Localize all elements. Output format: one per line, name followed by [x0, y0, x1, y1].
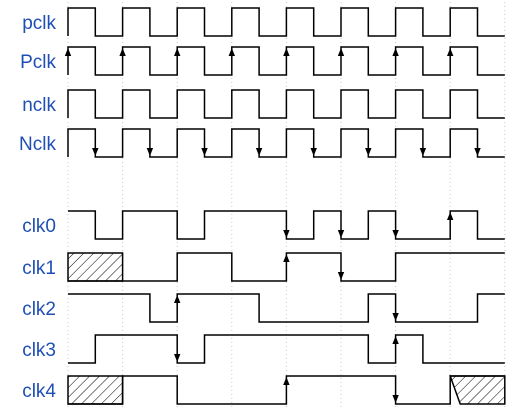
falling-edge-arrow	[255, 148, 263, 156]
falling-edge-arrow	[337, 272, 345, 280]
rising-edge-arrow	[447, 48, 454, 56]
signal-label-clk3: clk3	[22, 340, 56, 361]
signal-label-Nclk: Nclk	[19, 134, 56, 155]
falling-edge-arrow	[310, 148, 317, 156]
waveforms	[67, 7, 505, 405]
falling-edge-arrow	[392, 230, 399, 238]
signal-label-clk2: clk2	[22, 299, 56, 320]
rising-edge-arrow	[392, 48, 399, 56]
waveform-clk1	[68, 252, 505, 282]
falling-edge-arrow	[419, 148, 427, 156]
falling-edge-arrow	[392, 395, 399, 403]
rising-edge-arrow	[228, 48, 235, 56]
waveform-clk2	[68, 293, 505, 323]
falling-edge-arrow	[392, 313, 399, 321]
rising-edge-arrow	[447, 212, 454, 220]
rising-edge-arrow	[283, 377, 290, 385]
waveform-clk4	[68, 375, 505, 405]
waveform-pclk	[67, 7, 505, 37]
unknown-region	[449, 375, 506, 405]
signal-label-nclk: nclk	[22, 95, 56, 116]
waveform-clk3	[68, 334, 505, 364]
falling-edge-arrow	[174, 354, 181, 362]
hatched-regions	[67, 252, 506, 405]
unknown-region	[67, 252, 124, 282]
falling-edge-arrow	[201, 148, 208, 156]
waveform-Nclk	[67, 128, 505, 158]
rising-edge-arrow	[337, 48, 345, 56]
rising-edge-arrow	[283, 48, 290, 56]
falling-edge-arrow	[337, 230, 345, 238]
waveform-Pclk	[67, 46, 505, 76]
rising-edge-arrow	[174, 48, 181, 56]
unknown-region	[67, 375, 124, 405]
signal-label-clk1: clk1	[22, 258, 56, 279]
rising-edge-arrow	[64, 48, 72, 56]
falling-edge-arrow	[365, 148, 372, 156]
waveform-clk0	[68, 210, 505, 240]
signal-labels: pclk Pclk nclk Nclk clk0 clk1 clk2 clk3 …	[19, 13, 56, 402]
signal-label-clk0: clk0	[22, 216, 56, 237]
rising-edge-arrow	[283, 254, 290, 262]
falling-edge-arrow	[283, 230, 290, 238]
falling-edge-arrow	[146, 148, 154, 156]
falling-edge-arrow	[92, 148, 99, 156]
waveform-nclk	[67, 89, 505, 119]
rising-edge-arrow	[119, 48, 126, 56]
falling-edge-arrow	[474, 148, 481, 156]
signal-label-clk4: clk4	[22, 381, 56, 402]
rising-edge-arrow	[392, 336, 399, 344]
rising-edge-arrow	[174, 295, 181, 303]
signal-label-Pclk: Pclk	[20, 52, 56, 73]
edge-arrows	[64, 48, 481, 403]
signal-label-pclk: pclk	[22, 13, 56, 34]
